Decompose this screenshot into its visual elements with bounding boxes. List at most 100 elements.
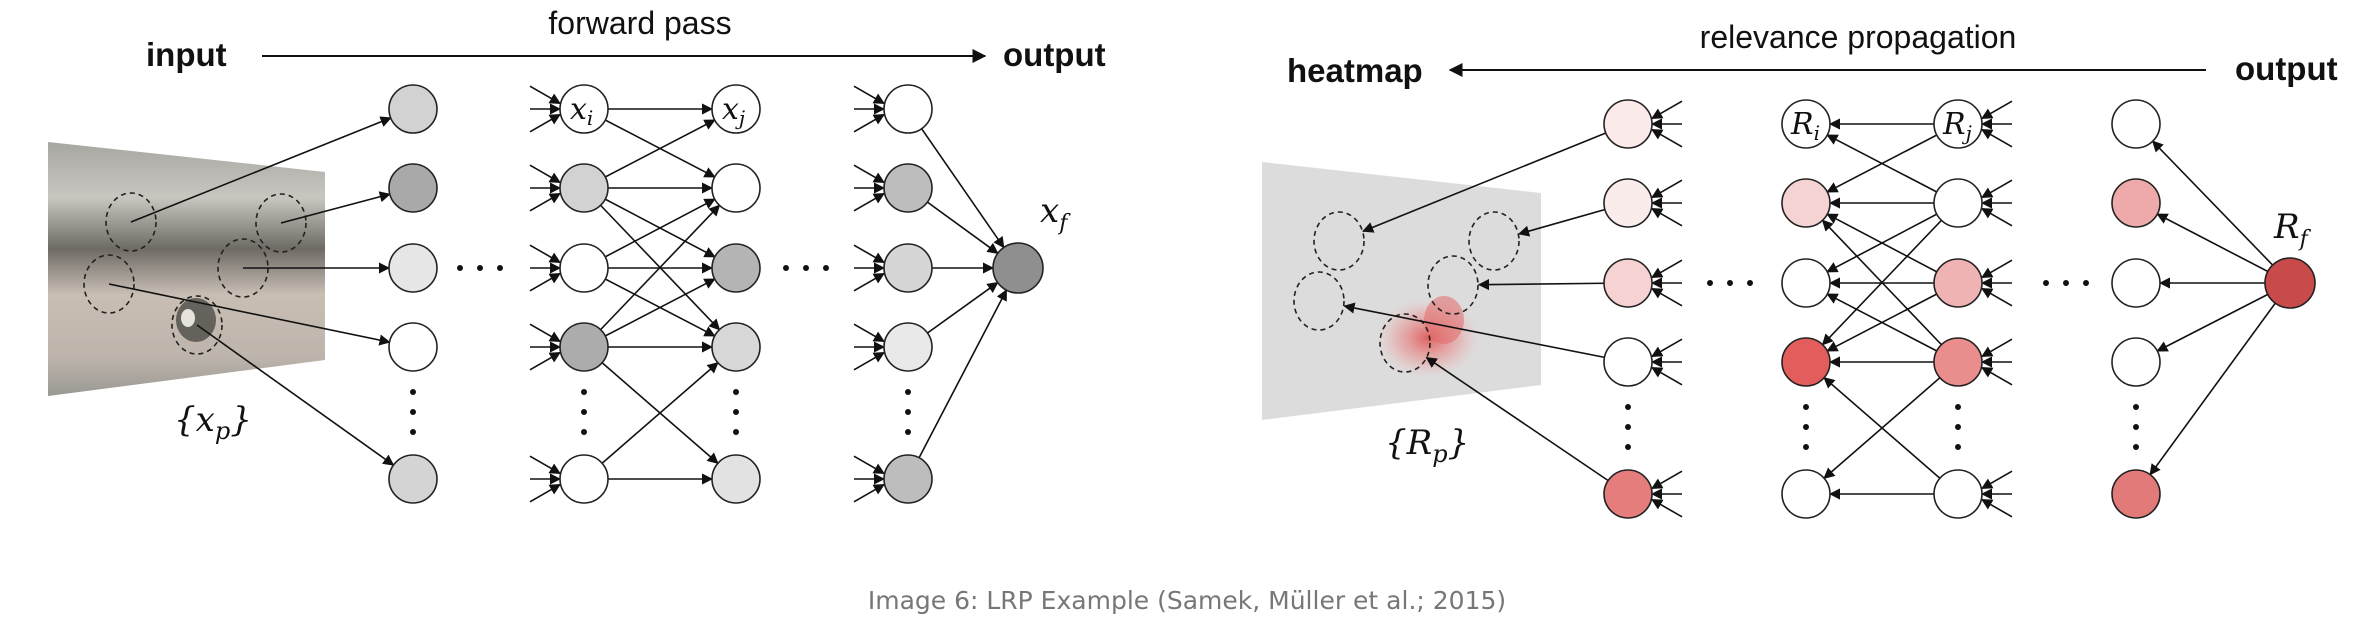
heatmap-label: heatmap [1287,52,1423,89]
relevance-neuron [1933,469,1983,519]
forward-neuron [388,454,438,504]
relevance-stub [1981,100,2013,120]
incoming-stub [853,192,885,212]
node-label-xi: xi [570,92,593,130]
forward-neurons: xi xj [388,84,1044,504]
relevance-output-connection [2149,282,2291,476]
relevance-neuron [1781,99,1831,149]
relevance-neuron [1933,258,1983,308]
relevance-stub [1981,179,2013,199]
relevance-stub [1651,366,1683,386]
node-label-rj: Rj [1942,107,1972,145]
forward-neuron [559,163,609,213]
forward-neuron [883,84,933,134]
forward-pass-panel: input forward pass output {xp} xi xj xf [48,5,1106,504]
relevance-stub [1651,259,1683,279]
relevance-neuron [2111,469,2161,519]
output-label-backward: output [2235,50,2338,87]
relevance-stub [1981,128,2013,148]
output-connection [907,289,1008,480]
incoming-stub [853,85,885,105]
node-label-rf: Rf [2273,207,2312,252]
output-connection [907,108,1005,249]
forward-neuron [559,84,609,134]
hidden-connection [583,204,721,348]
forward-neuron [388,243,438,293]
relevance-neuron [1603,99,1653,149]
input-pixels-label: {xp} [174,400,252,445]
incoming-stub [529,483,561,503]
incoming-stub [529,85,561,105]
relevance-hidden-connection [1821,202,1959,346]
receptive-field [1293,271,1345,331]
node-label-xf: xf [1040,191,1071,236]
hidden-connection [583,187,721,331]
relevance-neuron [1603,337,1653,387]
incoming-stub [529,323,561,343]
incoming-stub [853,323,885,343]
input-label: input [146,36,227,73]
relevance-neuron [1603,258,1653,308]
node-label-xj: xj [722,92,745,130]
forward-neuron [711,163,761,213]
relevance-neuron [2111,178,2161,228]
relevance-stub [1651,287,1683,307]
relevance-neuron [1933,178,1983,228]
forward-neuron [883,163,933,213]
node-label-ri: Ri [1790,107,1820,145]
receptive-field [255,193,307,253]
hidden-connection [583,362,719,480]
input-connection [280,191,391,224]
hidden-connection [583,346,719,464]
relevance-output-neuron [2264,257,2316,309]
relevance-neuron [2111,337,2161,387]
forward-pass-label: forward pass [548,5,731,41]
relevance-neuron [1781,337,1831,387]
forward-neuron [711,454,761,504]
figure-caption: Image 6: LRP Example (Samek, Müller et a… [867,586,1507,615]
relevance-propagation-panel: heatmap relevance propagation output {Rp… [1262,19,2338,519]
relevance-propagation-label: relevance propagation [1700,19,2017,55]
relevance-hidden-connection [1821,219,1959,363]
incoming-stub [529,192,561,212]
relevance-neuron [1933,99,1983,149]
receptive-field [83,254,135,314]
heatmap-image [1262,162,1541,420]
forward-neuron [883,454,933,504]
relevance-neuron [1603,469,1653,519]
relevance-neuron [2111,258,2161,308]
input-connection [108,283,391,346]
receptive-field [1468,211,1520,271]
relevance-stub [1651,128,1683,148]
heatmap-connection [1425,356,1629,495]
incoming-stub [529,272,561,292]
receptive-field [1379,313,1431,373]
incoming-stub [853,351,885,371]
forward-neuron [559,454,609,504]
forward-neuron [883,243,933,293]
relevance-stub [1651,100,1683,120]
forward-neuron [559,243,609,293]
relevance-neuron [1781,258,1831,308]
incoming-stub [853,113,885,133]
heatmap-connection [1362,123,1629,233]
relevance-stub [1981,287,2013,307]
forward-neuron [559,322,609,372]
relevance-output-connection [2151,140,2291,284]
relevance-stub [1651,498,1683,518]
layer-ellipsis [1625,280,2139,450]
relevance-neuron [1781,178,1831,228]
incoming-stub [853,483,885,503]
input-connection [130,116,392,223]
relevance-stub [1981,338,2013,358]
incoming-stub [529,164,561,184]
forward-output-neuron [992,242,1044,294]
incoming-stub [529,244,561,264]
relevance-stub [1651,338,1683,358]
forward-neuron [388,84,438,134]
output-label-forward: output [1003,36,1106,73]
heatmap-pixels-label: {Rp} [1385,423,1469,468]
forward-neuron [711,322,761,372]
heatmap-connection [1477,278,1629,291]
